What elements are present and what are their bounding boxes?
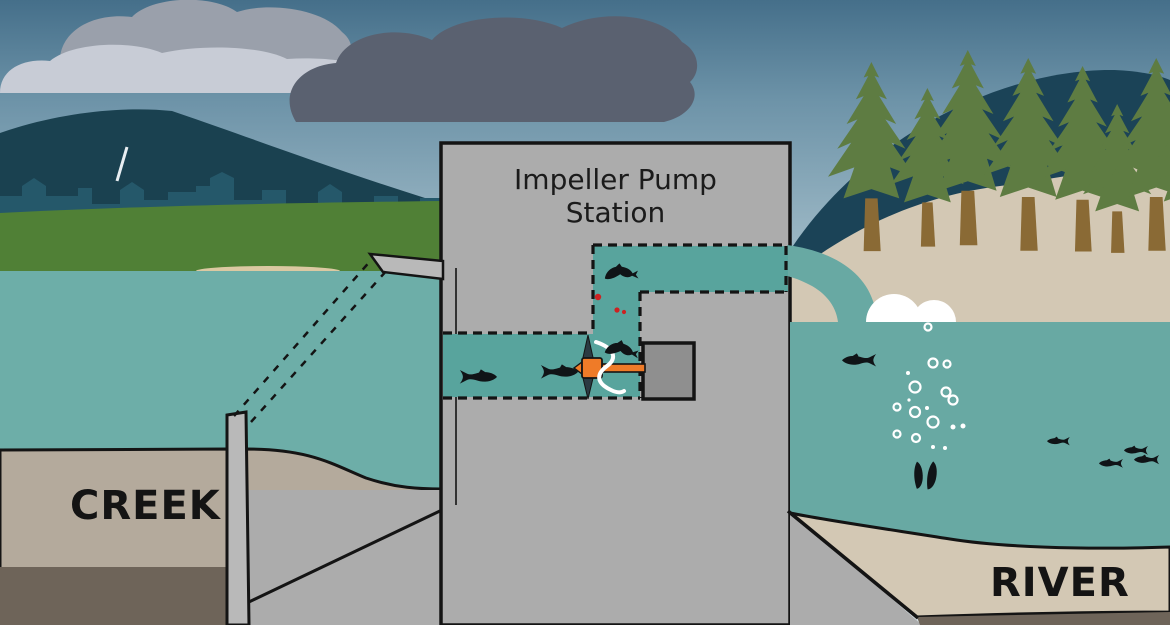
creek-bank xyxy=(0,447,230,625)
cloud-dark-icon xyxy=(289,16,698,122)
bubbles xyxy=(892,322,966,450)
outfall-stream xyxy=(787,245,878,322)
creek-retaining-wall xyxy=(225,410,251,625)
station-title-line2: Station xyxy=(565,196,666,230)
motor-box xyxy=(641,341,696,401)
cloud-light-icon xyxy=(0,44,383,93)
blood-drops xyxy=(594,293,627,315)
impeller-icon xyxy=(572,334,646,400)
intake-hood xyxy=(367,252,445,281)
station-title: Impeller Pump Station xyxy=(443,163,788,229)
pipe-water xyxy=(443,246,788,397)
river-water xyxy=(790,322,1170,549)
river-label: RIVER xyxy=(990,560,1130,606)
splash-foam-icon xyxy=(866,294,956,322)
station-foundation-left xyxy=(229,490,444,625)
pipe-dashed-outline xyxy=(443,243,788,400)
station-title-line1: Impeller Pump xyxy=(514,163,717,196)
light-streak-icon xyxy=(115,146,129,182)
river-lower-bank xyxy=(786,509,1170,625)
creek-bed xyxy=(244,447,444,502)
intake-guide-dashed-lines xyxy=(233,258,389,423)
creek-grass-bank xyxy=(0,201,443,274)
creek-label: CREEK xyxy=(70,483,221,529)
